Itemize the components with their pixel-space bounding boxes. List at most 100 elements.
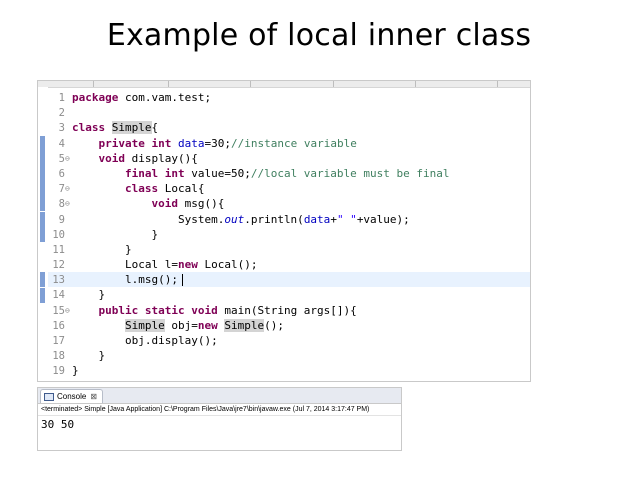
code-line[interactable]: 2 <box>48 105 530 120</box>
code-line[interactable]: 5⊖ void display(){ <box>48 151 530 166</box>
code-line[interactable]: 4 private int data=30;//instance variabl… <box>48 136 530 151</box>
code-token <box>72 319 125 332</box>
change-marker <box>40 211 45 227</box>
change-marker <box>40 181 45 197</box>
code-line[interactable]: 7⊖ class Local{ <box>48 181 530 196</box>
line-number: 4 <box>58 137 65 150</box>
editor-gutter <box>38 87 48 381</box>
line-number: 2 <box>58 107 65 120</box>
code-token: out <box>224 212 245 226</box>
code-token: Simple <box>124 318 165 332</box>
slide-title: Example of local inner class <box>106 18 532 53</box>
console-status: <terminated> Simple [Java Application] C… <box>38 404 401 416</box>
line-number: 16 <box>52 319 65 332</box>
line-number: 19 <box>52 365 65 378</box>
code-token <box>72 137 99 150</box>
code-token: public static void <box>98 303 218 317</box>
code-line[interactable]: 16 Simple obj=new Simple(); <box>48 318 530 333</box>
code-line[interactable]: 11 } <box>48 242 530 257</box>
code-token: value=50; <box>184 166 251 180</box>
code-token: package <box>72 91 119 104</box>
code-token: System. <box>72 212 225 226</box>
line-number: 8 <box>58 198 65 211</box>
code-token: obj.display(); <box>72 334 218 347</box>
line-number: 6 <box>58 167 65 180</box>
code-token: class <box>124 182 159 196</box>
code-token <box>72 152 99 165</box>
code-token <box>171 137 178 150</box>
code-token: data <box>177 136 205 150</box>
tab-console[interactable]: Console ⊠ <box>40 389 104 403</box>
console-icon <box>44 392 54 401</box>
code-token: com.vam.test; <box>118 91 212 104</box>
code-line[interactable]: 15⊖ public static void main(String args[… <box>48 303 530 318</box>
line-number: 3 <box>58 122 65 135</box>
collapse-icon[interactable]: ⊖ <box>65 199 70 209</box>
code-token <box>72 182 125 195</box>
code-line[interactable]: 18 } <box>48 348 530 363</box>
collapse-icon[interactable]: ⊖ <box>65 153 70 163</box>
code-token: //instance variable <box>230 136 357 150</box>
code-line[interactable]: 14 } <box>48 287 530 302</box>
change-marker <box>40 272 45 288</box>
line-number: 13 <box>52 274 65 287</box>
code-line[interactable]: 1 package com.vam.test; <box>48 90 530 105</box>
code-token <box>105 121 112 134</box>
code-line[interactable]: 9 System.out.println(data+" "+value); <box>48 212 530 227</box>
code-token: .println( <box>244 212 304 226</box>
line-number: 11 <box>52 243 65 256</box>
change-marker <box>40 135 45 151</box>
close-icon[interactable]: ⊠ <box>90 392 98 401</box>
line-number: 18 <box>52 350 65 363</box>
code-token: main(String args[]){ <box>217 303 357 317</box>
console-tabbar: Console ⊠ <box>38 388 401 404</box>
code-token: Local{ <box>158 182 205 196</box>
code-token: msg(){ <box>177 197 225 211</box>
change-marker <box>40 166 45 181</box>
console-tab-label: Console <box>57 392 87 401</box>
code-token: new <box>197 318 218 332</box>
code-token: display(){ <box>125 151 198 165</box>
code-token: } <box>72 288 106 302</box>
code-line[interactable]: 19} <box>48 363 530 378</box>
code-token <box>72 197 151 210</box>
code-token: data <box>303 212 331 226</box>
code-token: " " <box>336 212 357 226</box>
code-token: + <box>330 212 337 226</box>
code-token: (); <box>264 318 284 332</box>
code-token: =30; <box>204 136 231 150</box>
code-token: l.msg(); <box>72 273 178 287</box>
code-line[interactable]: 20 <box>48 379 530 382</box>
console-view: Console ⊠ <terminated> Simple [Java Appl… <box>37 387 402 451</box>
code-line[interactable]: 13 l.msg(); <box>48 272 530 288</box>
code-line[interactable]: 8⊖ void msg(){ <box>48 196 530 211</box>
text-caret <box>181 274 183 287</box>
code-line[interactable]: 10 } <box>48 227 530 242</box>
line-number: 7 <box>58 183 65 196</box>
code-token: //local variable must be final <box>250 166 450 180</box>
code-token: Simple <box>224 318 265 332</box>
line-number: 20 <box>48 380 65 382</box>
code-token <box>72 304 99 317</box>
code-token <box>72 167 125 180</box>
collapse-icon[interactable]: ⊖ <box>65 184 70 194</box>
line-number: 15 <box>52 304 65 317</box>
editor-ruler <box>38 81 530 88</box>
code-line[interactable]: 6 final int value=50;//local variable mu… <box>48 166 530 181</box>
line-number: 10 <box>52 228 65 241</box>
code-line[interactable]: 12 Local l=new Local(); <box>48 257 530 272</box>
line-number: 1 <box>58 92 65 104</box>
code-token: private int <box>98 136 172 150</box>
code-token: } <box>72 364 79 378</box>
line-number: 12 <box>52 259 65 272</box>
collapse-icon[interactable]: ⊖ <box>65 305 70 315</box>
code-token: } <box>72 242 132 256</box>
code-token: void <box>98 151 126 165</box>
code-token: obj= <box>164 318 198 332</box>
change-marker <box>40 150 45 166</box>
change-marker <box>40 196 45 212</box>
code-line[interactable]: 17 obj.display(); <box>48 333 530 348</box>
code-token: +value); <box>356 212 410 226</box>
